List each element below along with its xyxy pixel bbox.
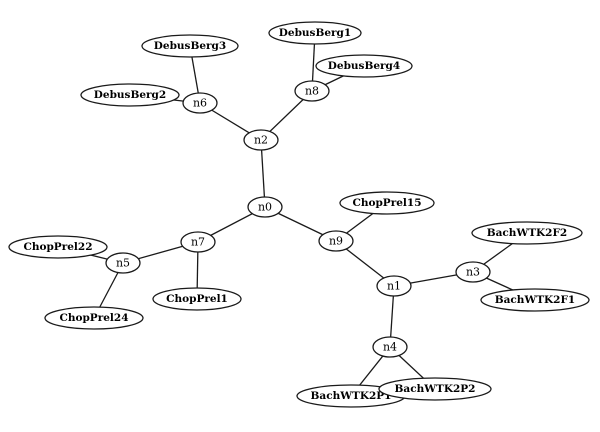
- node-ellipse: [294, 80, 330, 102]
- node-n7: n7: [180, 231, 216, 253]
- node-label: n4: [383, 341, 397, 354]
- node-label: DebusBerg4: [328, 60, 400, 72]
- node-debusberg3: DebusBerg3: [141, 34, 239, 58]
- node-debusberg1: DebusBerg1: [268, 21, 362, 45]
- node-n4: n4: [372, 336, 408, 358]
- node-debusberg2: DebusBerg2: [80, 83, 180, 107]
- node-label: BachWTK2F1: [495, 294, 576, 306]
- node-ellipse: [455, 261, 491, 283]
- node-chopprel1: ChopPrel1: [152, 287, 242, 311]
- node-label: n3: [466, 266, 480, 279]
- node-debusberg4: DebusBerg4: [315, 54, 413, 78]
- node-label: n6: [193, 97, 207, 110]
- node-label: n5: [116, 257, 130, 270]
- node-chopprel22: ChopPrel22: [8, 235, 108, 259]
- node-n3: n3: [455, 261, 491, 283]
- node-chopprel24: ChopPrel24: [44, 306, 144, 330]
- node-n0: n0: [247, 196, 283, 218]
- node-n5: n5: [105, 252, 141, 274]
- node-ellipse: [315, 54, 413, 78]
- node-label: DebusBerg1: [279, 27, 351, 39]
- node-ellipse: [243, 129, 279, 151]
- node-label: ChopPrel24: [59, 312, 128, 324]
- node-ellipse: [339, 191, 435, 215]
- node-ellipse: [80, 83, 180, 107]
- node-label: ChopPrel1: [166, 293, 228, 305]
- node-ellipse: [376, 275, 412, 297]
- node-ellipse: [8, 235, 108, 259]
- edge-n0-n2: [260, 139, 266, 208]
- node-ellipse: [182, 92, 218, 114]
- node-label: n2: [254, 134, 268, 147]
- nodes-layer: n0 n1 n2 n3 n4 n5 n6 n7 n8 n9 DebusBerg1DebusBerg2…: [8, 21, 590, 408]
- node-ellipse: [141, 34, 239, 58]
- node-bachwtk2p1: BachWTK2P1: [296, 384, 406, 408]
- node-n1: n1: [376, 275, 412, 297]
- node-bachwtk2f1: BachWTK2F1: [480, 288, 590, 312]
- node-label: n8: [305, 85, 319, 98]
- node-n9: n9: [318, 230, 354, 252]
- node-ellipse: [247, 196, 283, 218]
- node-label: n1: [387, 280, 401, 293]
- node-label: n9: [329, 235, 343, 248]
- node-label: ChopPrel15: [352, 197, 421, 209]
- node-ellipse: [152, 287, 242, 311]
- node-bachwtk2p2: BachWTK2P2: [378, 377, 492, 401]
- node-ellipse: [372, 336, 408, 358]
- node-label: ChopPrel22: [23, 241, 92, 253]
- node-n2: n2: [243, 129, 279, 151]
- node-label: DebusBerg3: [154, 40, 226, 52]
- node-ellipse: [268, 21, 362, 45]
- node-bachwtk2f2: BachWTK2F2: [471, 221, 583, 245]
- node-label: BachWTK2P2: [395, 383, 476, 395]
- node-ellipse: [471, 221, 583, 245]
- node-label: DebusBerg2: [94, 89, 166, 101]
- node-ellipse: [480, 288, 590, 312]
- node-ellipse: [180, 231, 216, 253]
- node-n8: n8: [294, 80, 330, 102]
- node-ellipse: [44, 306, 144, 330]
- node-n6: n6: [182, 92, 218, 114]
- node-label: n0: [258, 201, 272, 214]
- node-ellipse: [105, 252, 141, 274]
- node-label: n7: [191, 236, 205, 249]
- node-chopprel15: ChopPrel15: [339, 191, 435, 215]
- node-ellipse: [378, 377, 492, 401]
- node-ellipse: [318, 230, 354, 252]
- node-label: BachWTK2F2: [487, 227, 568, 239]
- node-label: BachWTK2P1: [311, 390, 392, 402]
